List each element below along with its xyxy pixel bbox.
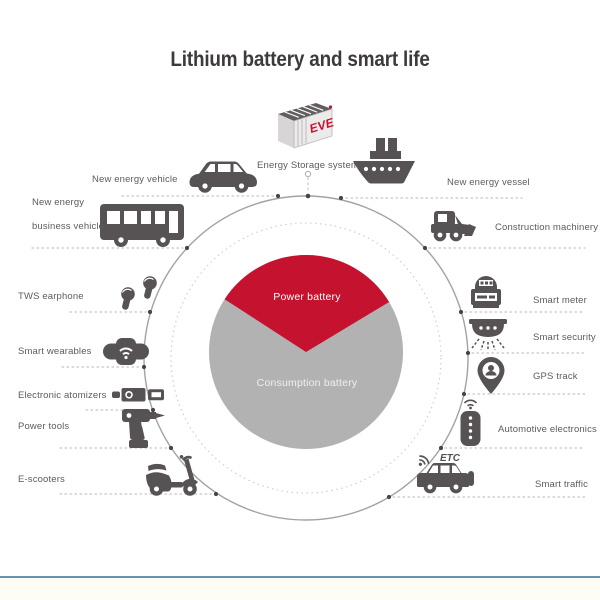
inner-dashed-ring (170, 222, 442, 494)
node-dot (458, 309, 464, 315)
bus-icon (100, 204, 184, 247)
label-e-scooters: E-scooters (18, 474, 65, 485)
etc-badge: ETC (440, 453, 461, 464)
node-dot (461, 391, 467, 397)
node-dot (305, 193, 311, 199)
dome-camera-icon (469, 319, 507, 351)
label-smart-traffic: Smart traffic (535, 479, 588, 490)
node-dot (184, 245, 190, 251)
label-energy-storage-system: Energy Storage system (257, 160, 359, 171)
loader-icon (431, 211, 476, 242)
key-fob-wifi-icon (460, 399, 481, 446)
electric-meter-icon (471, 276, 501, 308)
ring-nodes (141, 170, 471, 500)
label-automotive-electronics: Automotive electronics (498, 424, 597, 435)
jeep-etc-icon: ETC (417, 453, 474, 494)
smart-band-wifi-icon (103, 338, 149, 365)
open-node-dot (304, 170, 312, 178)
node-dot (168, 445, 174, 451)
node-dot (465, 350, 471, 356)
node-dot (147, 309, 153, 315)
ship-icon (353, 138, 415, 184)
drill-icon (122, 409, 165, 448)
label-gps-track: GPS track (533, 371, 578, 382)
node-dot (422, 245, 428, 251)
label-new-energy-business-vehicle-line1: New energy (32, 197, 85, 208)
vape-pen-icon (112, 388, 164, 402)
node-dot (141, 364, 147, 370)
label-smart-security: Smart security (533, 332, 596, 343)
label-new-energy-vehicle: New energy vehicle (92, 174, 178, 185)
label-smart-meter: Smart meter (533, 295, 587, 306)
node-dot (150, 407, 156, 413)
node-dot (213, 491, 219, 497)
label-new-energy-business-vehicle-line2: business vehicle (32, 221, 105, 232)
label-electronic-atomizers: Electronic atomizers (18, 390, 107, 401)
page-title: Lithium battery and smart life (170, 48, 430, 71)
power-battery-slice (224, 254, 390, 352)
consumption-battery-label: Consumption battery (256, 377, 358, 389)
label-power-tools: Power tools (18, 421, 70, 432)
footer-divider (0, 576, 600, 600)
label-tws-earphone: TWS earphone (18, 291, 84, 302)
label-smart-wearables: Smart wearables (18, 346, 92, 357)
node-dot (275, 193, 281, 199)
node-dot (386, 494, 392, 500)
earbuds-icon (121, 276, 157, 310)
power-battery-label: Power battery (273, 291, 341, 303)
scooter-icon (146, 455, 198, 496)
battery-container-icon: EVE (278, 103, 336, 149)
wifi-signal-icon (418, 455, 430, 466)
label-construction-machinery: Construction machinery (495, 222, 599, 233)
node-dot (338, 195, 344, 201)
suv-car-icon (189, 161, 257, 193)
node-dot (438, 445, 444, 451)
logo-dot (328, 105, 333, 109)
label-new-energy-vessel: New energy vessel (447, 177, 530, 188)
map-pin-person-icon (477, 357, 505, 394)
